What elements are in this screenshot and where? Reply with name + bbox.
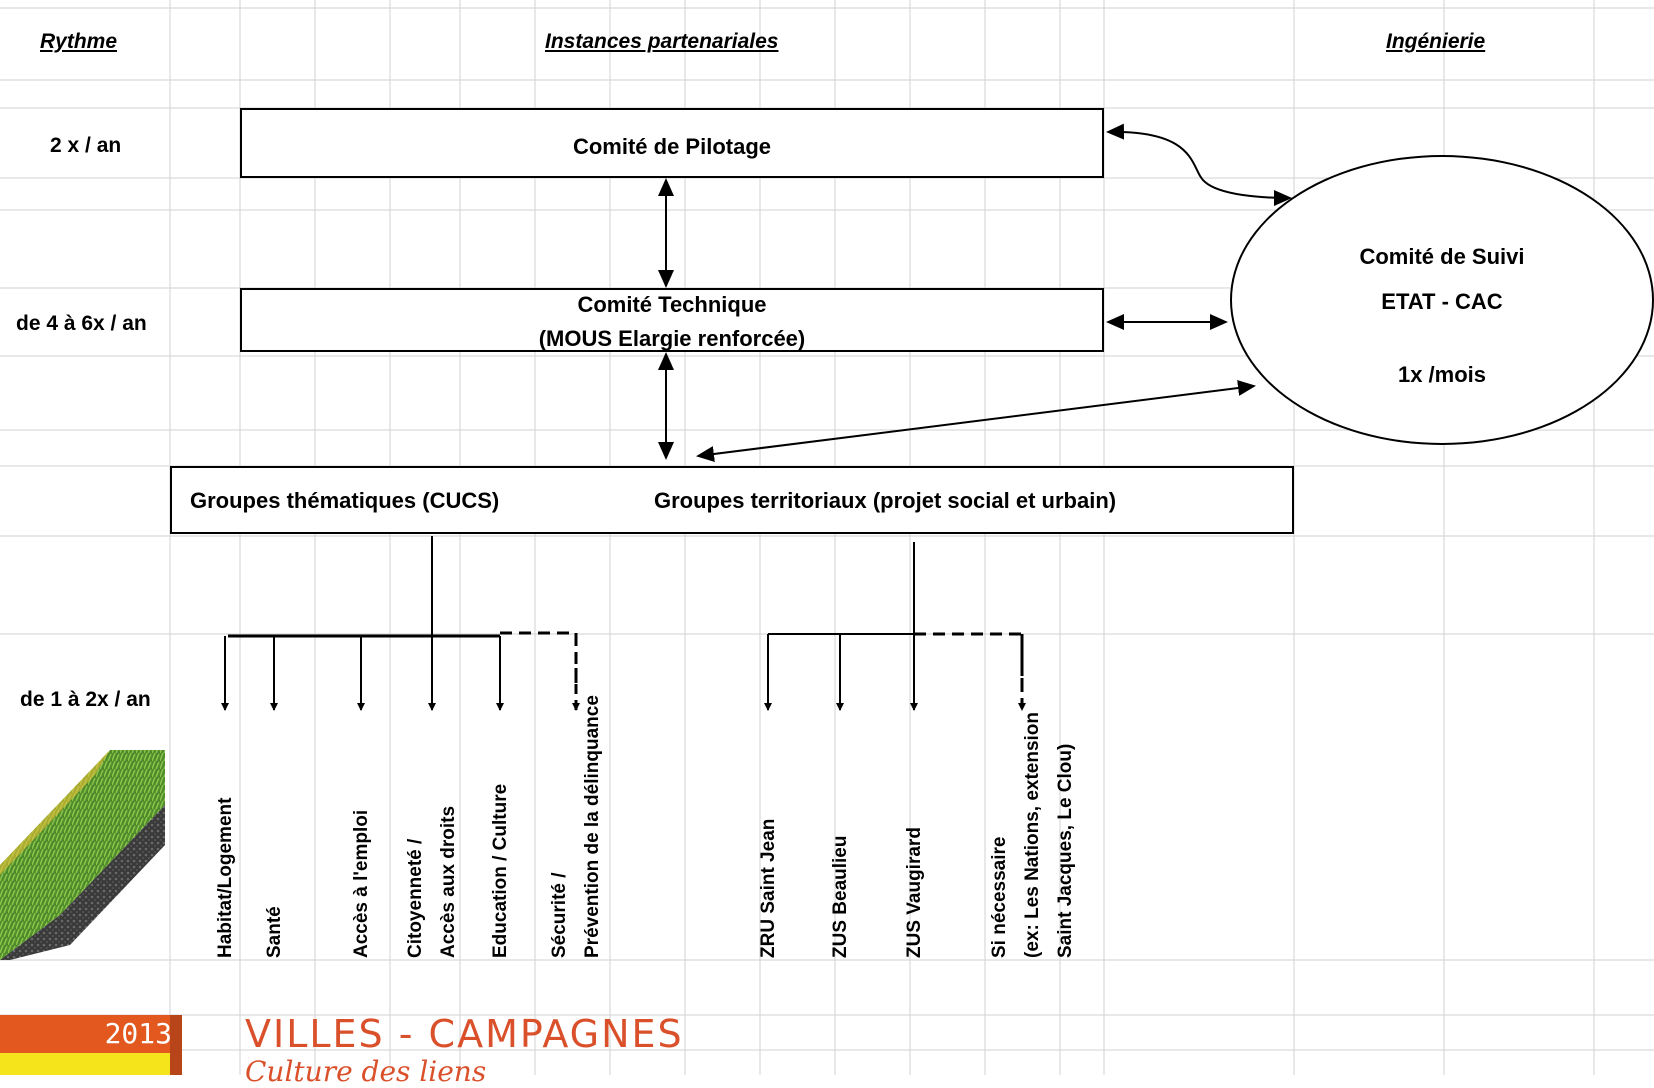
banner-accent — [170, 1015, 182, 1075]
banner-subtitle: Culture des liens — [245, 1055, 487, 1088]
logo-arrow-image — [0, 750, 165, 960]
header-instances: Instances partenariales — [545, 30, 779, 53]
banner-title: VILLES - CAMPAGNES — [245, 1012, 684, 1056]
territorial-label-1: ZUS Beaulieu — [829, 835, 851, 958]
comite-suivi-title: Comité de Suivi — [1359, 244, 1525, 269]
thematic-label-4: Education / Culture — [489, 783, 511, 958]
territorial-label-2: ZUS Vaugirard — [903, 827, 925, 958]
comite-technique-label: Comité Technique — [577, 292, 767, 317]
header-ingenierie: Ingénierie — [1386, 30, 1486, 53]
thematic-label-0: Habitat/Logement — [214, 797, 236, 958]
header-rythme: Rythme — [40, 30, 118, 53]
thematic-label-2: Accès à l'emploi — [350, 809, 372, 958]
groupes-territoriaux-label: Groupes territoriaux (projet social et u… — [654, 488, 1117, 513]
rate-cotech: de 4 à 6x / an — [16, 312, 147, 335]
banner-yellow-strip — [0, 1053, 170, 1075]
comite-technique-sublabel: (MOUS Elargie renforcée) — [538, 326, 806, 351]
comite-pilotage-label: Comité de Pilotage — [572, 134, 772, 159]
comite-suivi-members: ETAT - CAC — [1381, 289, 1503, 314]
thematic-label-5: Sécurité /Prévention de la délinquance — [549, 695, 603, 958]
territorial-label-0: ZRU Saint Jean — [757, 818, 779, 958]
comite-technique-box: Comité Technique (MOUS Elargie renforcée… — [240, 288, 1104, 352]
comite-suivi-frequency: 1x /mois — [1397, 362, 1487, 387]
groupes-thematiques-label: Groupes thématiques (CUCS) — [190, 488, 500, 513]
rate-groups: de 1 à 2x / an — [20, 688, 151, 711]
banner-year: 2013 — [0, 1015, 180, 1053]
thematic-label-1: Santé — [263, 906, 285, 958]
thematic-label-3: Citoyenneté /Accès aux droits — [405, 805, 459, 958]
comite-suivi-ellipse: Comité de Suivi ETAT - CAC 1x /mois — [1230, 155, 1654, 445]
rate-copil: 2 x / an — [50, 134, 122, 157]
comite-pilotage-box: Comité de Pilotage — [240, 108, 1104, 178]
groupes-box: Groupes thématiques (CUCS) Groupes terri… — [170, 466, 1294, 534]
territorial-label-3: Si nécessaire(ex: Les Nations, extension… — [988, 711, 1076, 958]
